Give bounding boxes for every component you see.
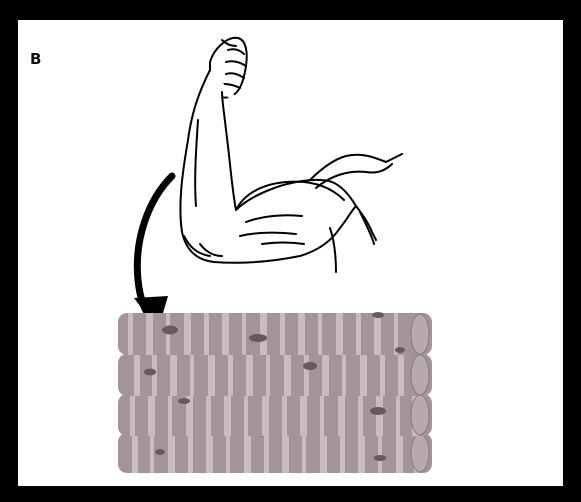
flexed-arm-icon bbox=[180, 38, 402, 272]
muscle-fiber bbox=[118, 354, 432, 396]
muscle-fiber bbox=[118, 432, 432, 474]
muscle-fiber bbox=[118, 394, 432, 436]
muscle-fiber bbox=[118, 312, 432, 355]
muscle-fiber-bundle-icon bbox=[118, 312, 432, 473]
curved-arrow-icon bbox=[134, 176, 172, 330]
